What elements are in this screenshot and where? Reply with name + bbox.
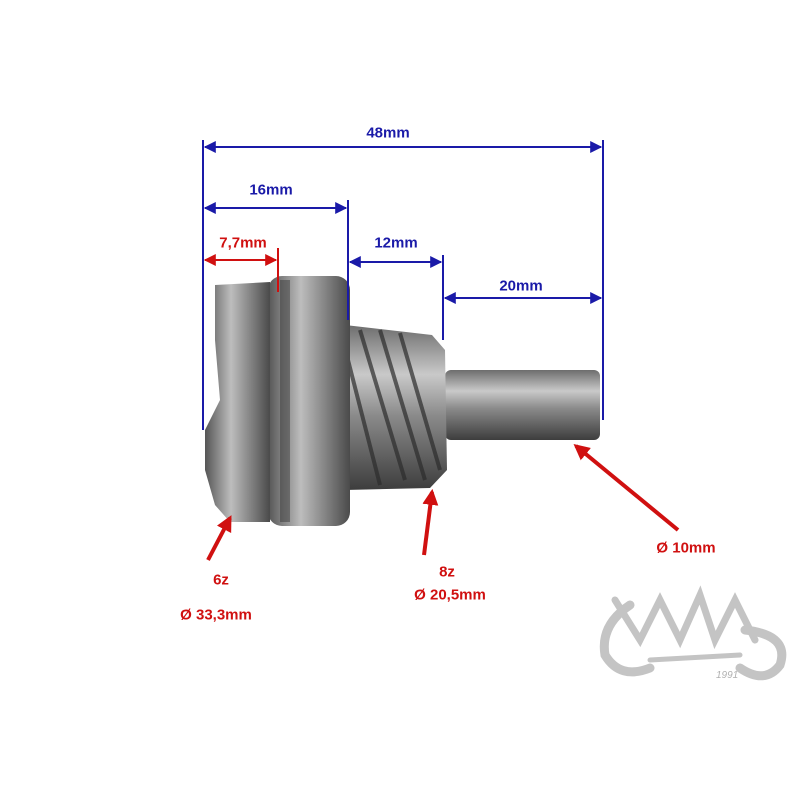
svg-text:1991: 1991 bbox=[716, 670, 738, 681]
label-6z: 6z bbox=[213, 571, 229, 589]
red-dimension bbox=[203, 248, 279, 292]
shaft bbox=[445, 370, 600, 440]
callout-arrows bbox=[206, 443, 680, 561]
cup-with-teeth bbox=[205, 282, 270, 522]
dimension-lines bbox=[202, 140, 604, 430]
label-12mm: 12mm bbox=[374, 234, 418, 252]
label-diameter-10mm: Ø 10mm bbox=[656, 539, 716, 557]
arrow-pinion bbox=[422, 488, 439, 556]
label-diameter-20-5mm: Ø 20,5mm bbox=[414, 586, 486, 604]
label-20mm: 20mm bbox=[499, 277, 543, 295]
label-8z: 8z bbox=[439, 563, 455, 581]
arrow-left-gear bbox=[206, 515, 232, 561]
label-7-7mm: 7,7mm bbox=[219, 234, 267, 252]
kickstart-gear-part bbox=[205, 276, 600, 526]
label-16mm: 16mm bbox=[249, 181, 293, 199]
label-48mm: 48mm bbox=[366, 124, 410, 142]
label-diameter-33-3mm: Ø 33,3mm bbox=[180, 606, 252, 624]
arrow-shaft bbox=[573, 443, 680, 532]
wyma-logo: 1991 bbox=[599, 585, 787, 681]
